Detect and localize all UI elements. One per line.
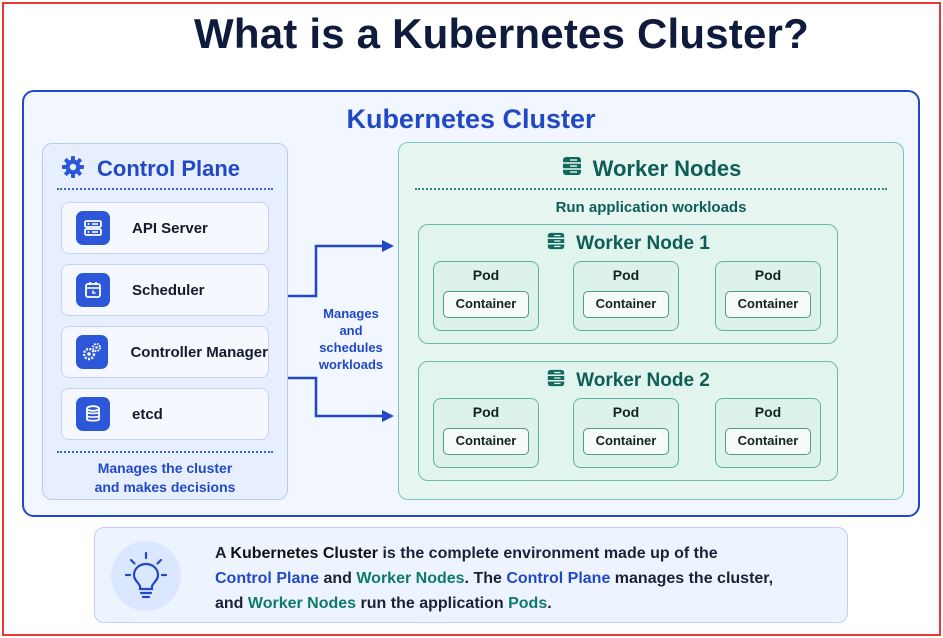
component-label: Scheduler: [132, 281, 205, 299]
divider: [57, 451, 273, 453]
cluster-title: Kubernetes Cluster: [346, 104, 596, 134]
connector-line: schedules: [319, 340, 383, 355]
calendar-icon: [76, 273, 110, 307]
divider: [57, 188, 273, 190]
keyword-worker-nodes: Worker Nodes: [247, 595, 357, 612]
worker-nodes-subtitle: Run application workloads: [555, 199, 747, 216]
pod: Pod Container: [433, 398, 539, 468]
text-run: is the complete environment made up of t…: [378, 545, 718, 562]
keyword-control-plane: Control Plane: [215, 570, 320, 587]
component-etcd: etcd: [61, 388, 269, 440]
page-title: What is a Kubernetes Cluster?: [194, 10, 809, 57]
footer-line: Manages the cluster: [97, 460, 233, 476]
node-title: Worker Node 1: [576, 232, 710, 254]
container: Container: [583, 291, 669, 318]
pod-label: Pod: [612, 267, 640, 283]
container: Container: [725, 291, 811, 318]
node-header: Worker Node 1: [419, 231, 837, 256]
component-label: API Server: [132, 219, 208, 237]
footer-line: and makes decisions: [94, 479, 236, 495]
text-run: run the application: [356, 595, 509, 612]
pod: Pod Container: [715, 261, 821, 331]
pod-label: Pod: [472, 404, 500, 420]
container: Container: [443, 428, 529, 455]
keyword-control-plane: Control Plane: [506, 570, 611, 587]
text-run: A: [215, 545, 231, 562]
pod-label: Pod: [754, 267, 782, 283]
component-scheduler: Scheduler: [61, 264, 269, 316]
keyword-kubernetes-cluster: Kubernetes Cluster: [230, 545, 378, 562]
text-run: .: [547, 595, 552, 612]
connector-arrows: [288, 240, 394, 422]
control-plane-footer: Manages the cluster and makes decisions: [43, 459, 287, 497]
text-run: and: [215, 595, 248, 612]
worker-node-1: Worker Node 1 Pod Container Pod Containe…: [418, 224, 838, 344]
lightbulb-icon: [111, 541, 181, 611]
connector-line: Manages: [323, 306, 379, 321]
pod-label: Pod: [612, 404, 640, 420]
node-title: Worker Node 2: [576, 369, 710, 391]
control-plane-header: Control Plane: [61, 154, 240, 184]
container: Container: [725, 428, 811, 455]
text-run: manages the cluster,: [610, 570, 774, 587]
pod-label: Pod: [754, 404, 782, 420]
gear-icon: [61, 155, 85, 184]
worker-nodes-header: Worker Nodes: [399, 155, 903, 182]
pod: Pod Container: [573, 261, 679, 331]
connector-line: and: [339, 323, 363, 338]
divider: [415, 188, 887, 190]
keyword-pods: Pods: [508, 595, 548, 612]
control-plane-title: Control Plane: [97, 156, 241, 181]
summary-note: A Kubernetes Cluster is the complete env…: [94, 527, 848, 623]
summary-text: A Kubernetes Cluster is the complete env…: [215, 541, 835, 616]
component-controller-manager: Controller Manager: [61, 326, 269, 378]
pod: Pod Container: [433, 261, 539, 331]
pod-label: Pod: [472, 267, 500, 283]
pod: Pod Container: [715, 398, 821, 468]
connector-line: workloads: [318, 357, 384, 372]
gears-icon: [76, 335, 109, 369]
server-rack-icon: [546, 231, 566, 256]
component-api-server: API Server: [61, 202, 269, 254]
database-icon: [76, 397, 110, 431]
component-label: etcd: [132, 405, 163, 423]
server-rack-icon: [561, 155, 583, 182]
container: Container: [583, 428, 669, 455]
server-icon: [76, 211, 110, 245]
worker-node-2: Worker Node 2 Pod Container Pod Containe…: [418, 361, 838, 481]
container: Container: [443, 291, 529, 318]
text-run: . The: [464, 570, 507, 587]
node-header: Worker Node 2: [419, 368, 837, 393]
worker-nodes-title: Worker Nodes: [592, 155, 742, 181]
pod: Pod Container: [573, 398, 679, 468]
text-run: and: [319, 570, 357, 587]
component-label: Controller Manager: [130, 343, 268, 361]
server-rack-icon: [546, 368, 566, 393]
control-plane-panel: Control Plane API Server Scheduler Contr…: [42, 143, 288, 500]
keyword-worker-nodes: Worker Nodes: [356, 570, 465, 587]
connector-label: Manages and schedules workloads: [312, 305, 390, 373]
